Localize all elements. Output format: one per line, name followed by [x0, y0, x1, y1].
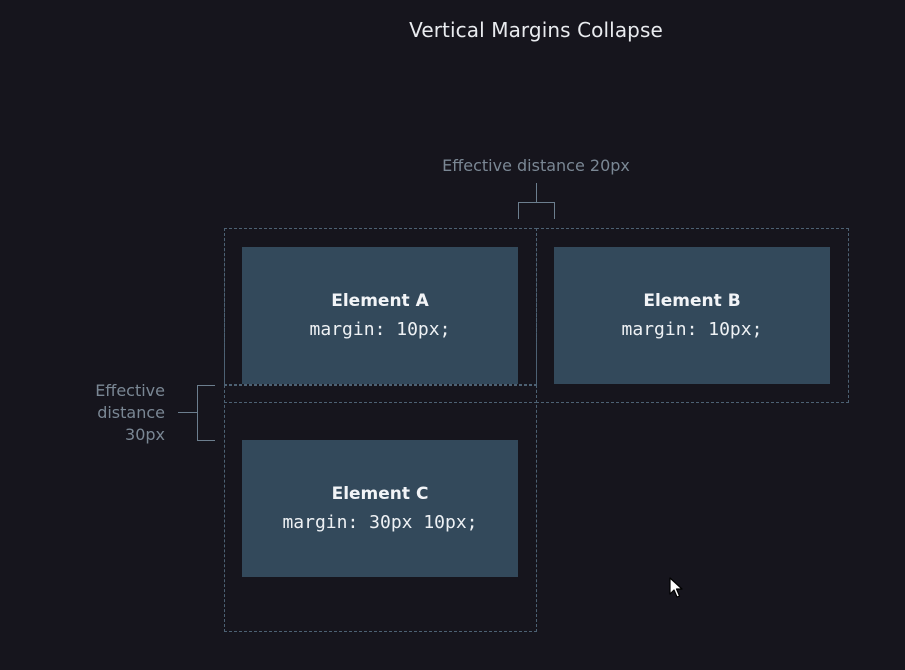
diagram-title: Vertical Margins Collapse [409, 18, 663, 42]
element-a-code: margin: 10px; [309, 319, 451, 340]
horizontal-distance-label: Effective distance 20px [442, 156, 630, 175]
element-c-name: Element C [331, 484, 429, 504]
element-c-box: Element C margin: 30px 10px; [242, 440, 518, 577]
element-a-box: Element A margin: 10px; [242, 247, 518, 384]
element-b-box: Element B margin: 10px; [554, 247, 830, 384]
horizontal-distance-bracket [518, 202, 555, 219]
mouse-pointer-icon [669, 577, 683, 598]
vertical-distance-label-line-3: 30px [125, 425, 165, 444]
element-a-name: Element A [331, 291, 429, 311]
vertical-distance-label: Effective distance 30px [70, 380, 165, 446]
element-a-outer-margin-box [224, 228, 537, 403]
element-b-name: Element B [643, 291, 741, 311]
element-b-code: margin: 10px; [621, 319, 763, 340]
vertical-distance-label-line-2: distance [97, 403, 165, 422]
element-c-code: margin: 30px 10px; [282, 512, 478, 533]
vertical-distance-connector [178, 412, 197, 413]
vertical-distance-bracket [197, 385, 215, 441]
element-c-margin-box [224, 385, 537, 632]
horizontal-distance-connector [536, 183, 537, 202]
vertical-distance-label-line-1: Effective [95, 381, 165, 400]
